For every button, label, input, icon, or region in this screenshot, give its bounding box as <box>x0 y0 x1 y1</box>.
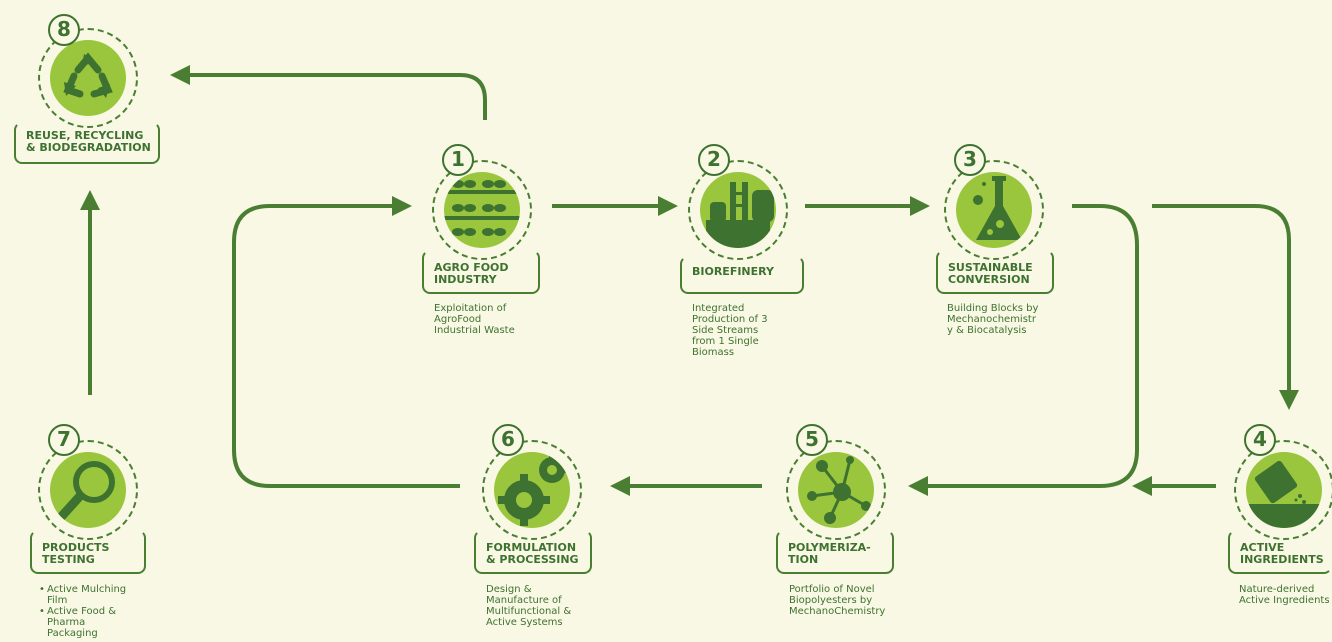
step-7-ring <box>38 440 138 540</box>
step-3-title: SUSTAINABLE CONVERSION <box>936 250 1054 294</box>
step-7-title: PRODUCTS TESTING <box>30 530 146 574</box>
step-2-ring <box>688 160 788 260</box>
step-2-number: 2 <box>698 144 730 176</box>
step-8-title: REUSE, RECYCLING & BIODEGRADATION <box>14 122 160 164</box>
step-3-ring <box>944 160 1044 260</box>
step-5-ring <box>786 440 886 540</box>
magnifier-icon <box>50 452 126 528</box>
step-3-number: 3 <box>954 144 986 176</box>
step-1-description: Exploitation of AgroFood Industrial Wast… <box>434 303 515 336</box>
step-7-bullet: Active Food & Pharma Packaging <box>39 606 149 639</box>
step-6-number: 6 <box>492 424 524 456</box>
step-5-title: POLYMERIZA- TION <box>776 530 894 574</box>
step-8-number: 8 <box>48 14 80 46</box>
arrow-6-to-1 <box>232 196 460 488</box>
step-1-title: AGRO FOOD INDUSTRY <box>422 250 540 294</box>
step-4-description: Nature-derived Active Ingredients <box>1239 584 1330 606</box>
step-5-number: 5 <box>796 424 828 456</box>
step-2-description: Integrated Production of 3 Side Streams … <box>692 303 768 358</box>
powder-icon <box>1246 452 1322 528</box>
refinery-icon <box>700 172 776 248</box>
step-4-number: 4 <box>1244 424 1276 456</box>
step-1-number: 1 <box>442 144 474 176</box>
step-1-ring <box>432 160 532 260</box>
arrow-3-to-5 <box>908 204 1139 496</box>
arrow-1-to-8 <box>170 65 487 120</box>
step-4-title: ACTIVE INGREDIENTS <box>1228 530 1332 574</box>
flask-icon <box>956 172 1032 248</box>
arrow-top-to-4 <box>1152 204 1299 410</box>
step-5-description: Portfolio of Novel Biopolyesters by Mech… <box>789 584 886 617</box>
molecule-icon <box>798 452 874 528</box>
step-7-bullet-list: Active Mulching Film Active Food & Pharm… <box>39 584 149 639</box>
step-6-title: FORMULATION & PROCESSING <box>474 530 592 574</box>
step-4-ring <box>1234 440 1332 540</box>
step-2-title: BIOREFINERY <box>680 256 804 294</box>
gears-icon <box>494 452 570 528</box>
recycle-icon <box>50 40 126 116</box>
step-6-description: Design & Manufacture of Multifunctional … <box>486 584 572 628</box>
step-8-ring <box>38 28 138 128</box>
plants-icon <box>444 172 520 248</box>
step-3-description: Building Blocks by Mechanochemistr y & B… <box>947 303 1039 336</box>
step-7-number: 7 <box>48 424 80 456</box>
step-7-bullet: Active Mulching Film <box>39 584 149 606</box>
step-6-ring <box>482 440 582 540</box>
